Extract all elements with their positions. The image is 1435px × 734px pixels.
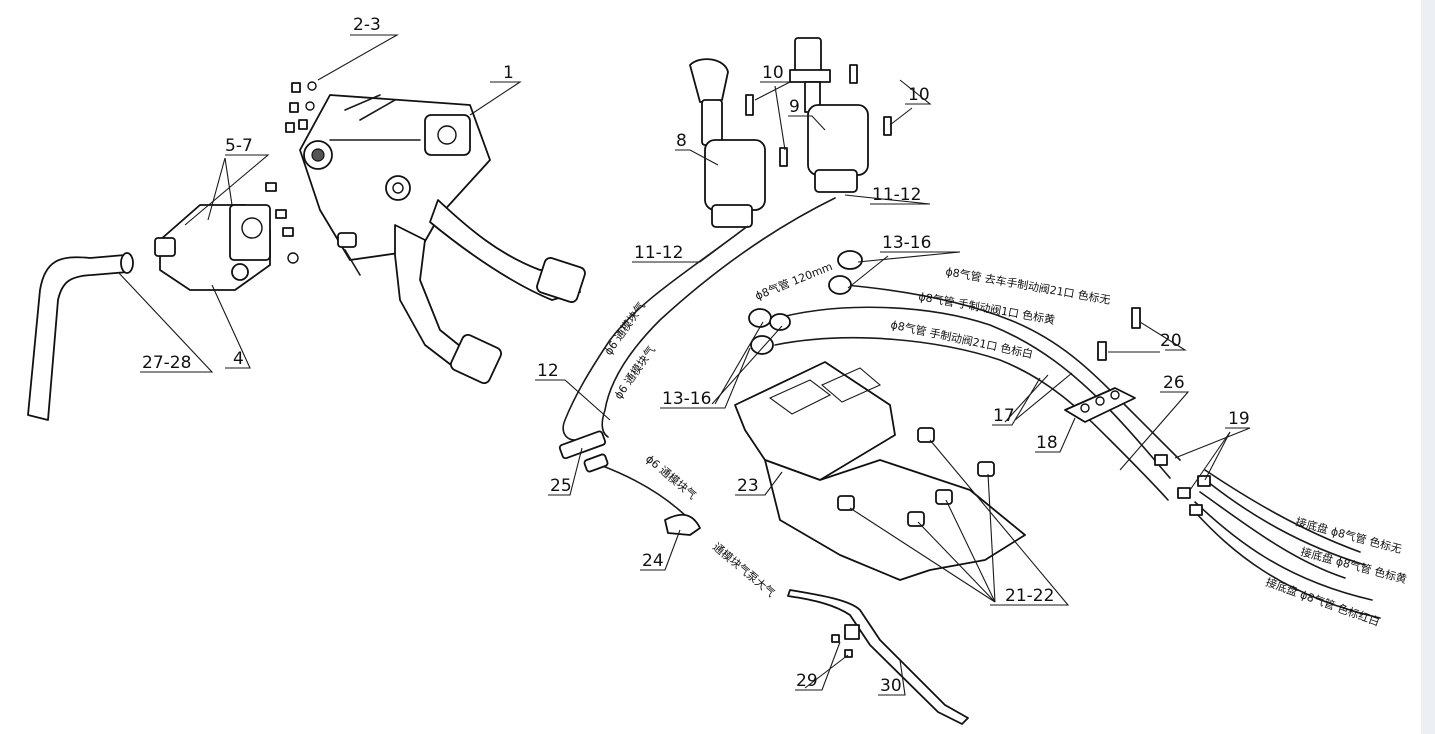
label-4: 4 (233, 349, 244, 369)
label-27-28: 27-28 (142, 353, 191, 373)
fittings (558, 430, 701, 536)
label-2-3: 2-3 (353, 15, 381, 35)
label-9: 9 (789, 97, 800, 117)
label-26: 26 (1163, 373, 1185, 393)
note-hose-f: ϕ6 通模块气 (643, 452, 699, 502)
label-29: 29 (796, 671, 818, 691)
label-17: 17 (993, 406, 1015, 426)
label-23: 23 (737, 476, 759, 496)
label-8: 8 (676, 131, 687, 151)
label-11-12-right: 11-12 (872, 185, 921, 205)
leader-lines (117, 34, 1251, 696)
label-21-22: 21-22 (1005, 586, 1054, 606)
control-rod (787, 589, 969, 725)
label-13-16-top: 13-16 (882, 233, 931, 253)
note-hose-c: ϕ8气管 手制动阀21口 色标白 (889, 317, 1034, 361)
pipe-clamps (748, 250, 863, 355)
label-1: 1 (503, 63, 514, 83)
hand-brake-valves (689, 37, 892, 228)
pedal-assembly (299, 94, 586, 385)
label-5-7: 5-7 (225, 136, 253, 156)
nuts-washers (285, 81, 317, 133)
vertical-scrollbar[interactable] (1421, 0, 1435, 734)
note-hose-b: ϕ8气管 手制动阀1口 色标黄 (917, 289, 1056, 327)
label-10-left: 10 (762, 63, 784, 83)
note-hose-g: 通模块气泵大气 (710, 540, 778, 600)
mounting-bracket (734, 361, 1026, 581)
label-18: 18 (1036, 433, 1058, 453)
label-24: 24 (642, 551, 664, 571)
valve-assembly (154, 182, 357, 291)
label-30: 30 (880, 676, 902, 696)
part-labels: 2-3 1 5-7 4 27-28 8 9 10 10 11-12 11-12 … (142, 15, 1250, 696)
intake-hose (27, 252, 134, 421)
label-12: 12 (537, 361, 559, 381)
label-25: 25 (550, 476, 572, 496)
label-20: 20 (1160, 331, 1182, 351)
label-10-right: 10 (908, 85, 930, 105)
hose-annotations: ϕ8气管 120mm ϕ8气管 去车手制动阀21口 色标无 ϕ8气管 手制动阀1… (601, 259, 1408, 629)
note-outlet-3: 接底盘 ϕ8气管 色标红白 (1264, 575, 1382, 629)
connector-block (1064, 307, 1211, 516)
note-hose-d: ϕ6 通模块气 (601, 299, 648, 358)
air-hoses (562, 197, 1381, 619)
label-13-16-bottom: 13-16 (662, 389, 711, 409)
label-11-12-left: 11-12 (634, 243, 683, 263)
label-19: 19 (1228, 409, 1250, 429)
note-hose-120mm: ϕ8气管 120mm (753, 259, 834, 303)
